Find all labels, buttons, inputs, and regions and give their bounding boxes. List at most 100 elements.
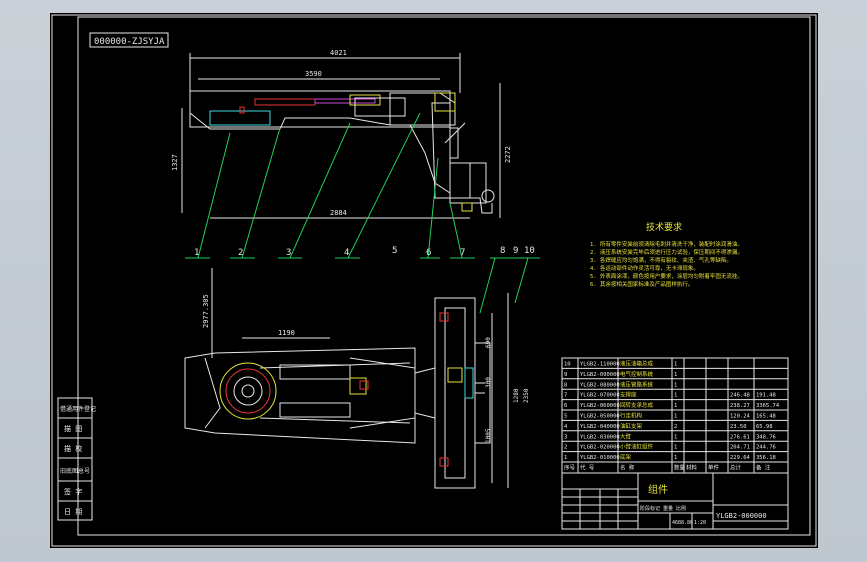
bom-cell: 348.76 [756,434,776,440]
bom-cell: 276.61 [730,434,750,440]
bom-cell: YLGB2-090000 [580,372,620,378]
bom-cell: 246.48 [730,393,750,399]
bom-cell: YLGB2-050000 [580,414,620,420]
drawing-code: 000000-ZJSYJA [94,37,165,47]
bom-cell: 65.98 [756,424,773,430]
bom-cell: 165.48 [756,414,776,420]
bom-cell: 229.64 [730,455,751,461]
bom-cell: 1 [674,372,677,378]
bom-cell: 液压管路系统 [620,380,654,388]
tech-item: 3. 各焊缝应均匀饱满，不得有裂纹、夹渣、气孔等缺陷。 [590,256,732,264]
bom-header: 代 号 [580,464,595,472]
drawing-code-box [89,32,169,48]
drawing-sheet: 000000-ZJSYJA 借通用件登记 描 图 描 校 旧底图总号 签 字 日… [50,13,818,548]
bom-cell: 大臂 [620,432,632,440]
dim-right-height: 2272 [504,146,512,163]
bom-cell: YLGB2-030000 [580,434,620,440]
dim-bottom-width: 2884 [330,209,347,217]
bom-cell: YLGB2-110000 [580,362,620,368]
tech-item: 2. 液压系统安装完毕后须进行压力试验，保压期间不得渗漏。 [590,248,743,256]
assembly-code: YLGB2-000000 [716,512,767,520]
dim-plan-small3: 1005 [485,428,492,443]
tech-title: 技术要求 [646,221,682,233]
outer-frame [51,14,817,547]
bom-cell: YLGB2-070000 [580,393,620,399]
dim-plan-small1: 690 [485,337,492,348]
bom-header: 序号 [564,464,576,472]
title-block: 组件 阶段标记 重量 比例 4688.86 1:20 YLGB2-000000 [561,472,789,530]
bom-cell: 1 [674,393,677,399]
dim-plan-vertical: 2977.305 [202,294,210,328]
bom-cell: YLGB2-020000 [580,445,620,451]
side-label: 描 图 [64,424,82,433]
bom-cell: 2 [564,445,567,451]
side-label: 借通用件登记 [60,405,96,413]
dim-top-inner: 3590 [305,70,322,78]
bom-header: 材料 [686,464,698,472]
tech-item: 6. 其余按相关国家标准及产品图样执行。 [590,280,693,288]
bom-cell: YLGB2-060000 [580,403,620,409]
bom-header: 备 注 [756,464,771,472]
tech-item: 5. 外表面涂漆，颜色按用户要求，涂层均匀附着牢固无流挂。 [590,272,743,280]
balloon-3: 3 [286,248,291,258]
stage-labels: 阶段标记 重量 比例 [640,505,686,512]
dim-plan-right1: 1280 [513,388,520,403]
side-label: 旧底图总号 [60,467,90,475]
bom-cell: 油缸支架 [620,422,643,430]
bom-header: 单件 [708,464,720,472]
balloon-7: 7 [460,248,465,258]
tech-item: 1. 所有零件安装前须清除毛刺并清洗干净，装配时涂润滑油。 [590,240,743,248]
bom-cell: 238.27 [730,403,750,409]
dim-plan-small2: 300 [485,377,492,388]
bom-cell: 1 [674,403,677,409]
bom-cell: 行走机构 [620,412,643,420]
assembly-weight: 4688.86 [672,520,693,526]
side-label: 签 字 [64,487,82,496]
balloon-10: 10 [524,246,535,256]
bom-cell: 1 [674,414,677,420]
bom-cell: 9 [564,372,567,378]
bom-cell: 8 [564,382,567,388]
bom-header: 数量 [674,464,686,472]
bom-cell: 1 [674,455,677,461]
bom-cell: 356.18 [756,455,776,461]
bom-header: 总计 [730,464,742,472]
side-label: 日 期 [64,508,82,516]
bom-cell: 1 [674,362,677,368]
bom-cell: 244.76 [756,445,776,451]
side-label: 描 校 [64,444,82,453]
assembly-scale: 1:20 [694,520,706,526]
dim-top-total: 4021 [330,49,347,57]
tech-item: 4. 各运动部件动作灵活可靠，无卡滞现象。 [590,264,699,272]
balloon-9: 9 [513,246,518,256]
balloon-2: 2 [238,248,243,258]
bom-cell: 4 [564,424,568,430]
assembly-name: 组件 [648,483,668,496]
bom-cell: 120.24 [730,414,751,420]
bom-cell: 204.71 [730,445,750,451]
bom-cell: YLGB2-010000 [580,455,620,461]
side-view: 4021 3590 1327 2272 2884 [171,49,512,219]
dim-plan-right2: 2350 [523,388,530,403]
bom-cell: 支撑座 [620,391,637,399]
dim-plan-left: 1190 [278,329,295,337]
bom-cell: 1 [564,455,567,461]
bom-cell: 1 [674,445,677,451]
bom-cell: 191.48 [756,393,776,399]
bom-cell: 小臂油缸组件 [620,443,654,451]
bom-cell: 2 [674,424,677,430]
bom-cell: 23.50 [730,424,747,430]
bom-cell: 3 [564,434,567,440]
balloon-6: 6 [426,248,431,258]
balloon-4: 4 [344,248,349,258]
bom-header: 名 称 [620,464,635,472]
bom-cell: 1 [674,382,677,388]
balloon-8: 8 [500,246,505,256]
bom-cell: 3365.74 [756,403,780,409]
bom-cell: 液压油箱总成 [620,360,654,368]
plan-view: 2977.305 1190 690 300 1005 1 [184,268,530,489]
bom-cell: 10 [564,362,571,368]
inner-frame [77,16,811,536]
